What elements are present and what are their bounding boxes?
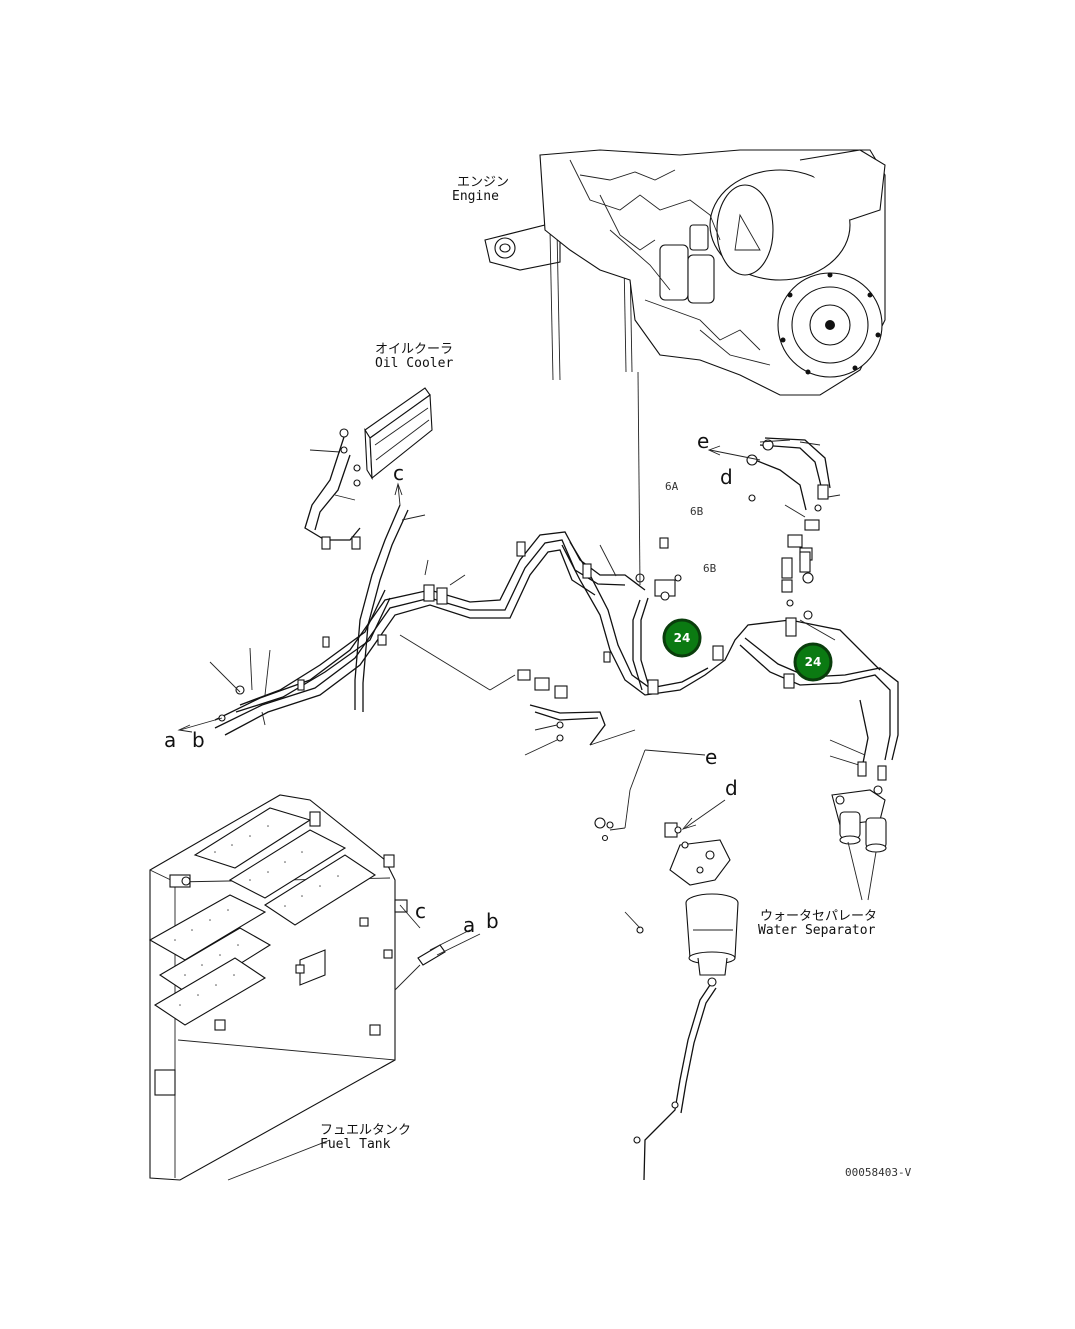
oil-cooler-label-jp: オイルクーラ — [375, 342, 453, 357]
leader-lines — [209, 371, 866, 767]
callout-badge — [793, 642, 833, 682]
connection-letter-b-left: b — [192, 728, 205, 752]
fuel-filter — [594, 817, 739, 1181]
oil-cooler-label-en: Oil Cooler — [375, 356, 453, 371]
connection-letter-b-bottom: b — [486, 909, 499, 933]
fuel-tank-label-jp: フュエルタンク — [320, 1123, 411, 1138]
connection-arrows — [177, 445, 761, 831]
water-separator-label-en: Water Separator — [758, 923, 876, 938]
callout-badge — [662, 618, 702, 658]
hose-routing — [214, 436, 899, 769]
engine-label-en: Engine — [452, 189, 499, 204]
fuel-tank — [148, 794, 481, 1181]
part-ref-6b-2: 6B — [703, 562, 717, 575]
water-separator-label-jp: ウォータセパレータ — [760, 909, 877, 924]
callout-24-left[interactable]: 24 — [662, 618, 702, 658]
connection-letter-c-top: c — [393, 461, 404, 485]
fuel-tank-label-en: Fuel Tank — [320, 1137, 391, 1152]
oil-cooler — [309, 387, 433, 487]
drawing-number: 00058403-V — [845, 1166, 912, 1179]
connection-letter-c-bottom: c — [415, 899, 426, 923]
connection-letter-e-mid: e — [705, 745, 717, 769]
part-ref-6a: 6A — [665, 480, 679, 493]
connection-letter-e-top: e — [697, 429, 709, 453]
water-separator — [831, 761, 887, 901]
callout-label: 24 — [674, 631, 691, 645]
connection-letter-a-left: a — [164, 728, 176, 752]
engine-assembly — [484, 149, 886, 396]
part-ref-6b-1: 6B — [690, 505, 704, 518]
engine-label-jp: エンジン — [457, 175, 509, 190]
connection-letter-a-bottom: a — [463, 913, 475, 937]
fittings-cluster — [517, 494, 822, 746]
tank-panels — [148, 807, 377, 1026]
engine-bolts — [780, 272, 881, 375]
callout-label: 24 — [805, 655, 822, 669]
connection-letter-d-mid: d — [725, 776, 738, 800]
connection-letter-d-top: d — [720, 465, 733, 489]
callout-24-right[interactable]: 24 — [793, 642, 833, 682]
